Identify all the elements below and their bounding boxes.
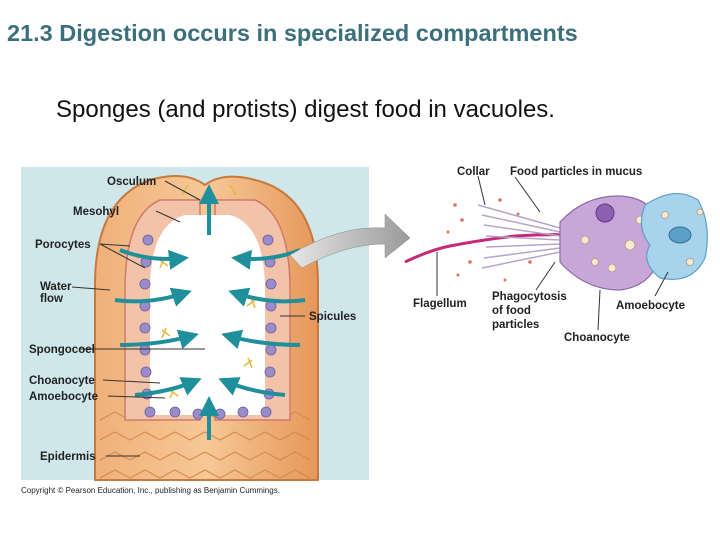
label-phagocytosis: Phagocytosis [492,291,567,303]
copyright-notice: Copyright © Pearson Education, Inc., pub… [21,486,280,495]
label-epidermis: Epidermis [40,451,96,463]
collar-microvilli [477,204,561,269]
sponge-cross-section [21,167,369,481]
choanocyte-lining [139,234,277,420]
label-collar: Collar [457,166,490,178]
label-amoebocyte-right: Amoebocyte [616,300,685,312]
label-choanocyte-left: Choanocyte [29,375,95,387]
label-amoebocyte-left: Amoebocyte [29,391,98,403]
label-porocytes: Porocytes [35,239,91,251]
label-flow: flow [40,293,63,305]
label-choanocyte-right: Choanocyte [564,332,630,344]
label-particles: particles [492,319,539,331]
slide-title: 21.3 Digestion occurs in specialized com… [7,20,578,46]
label-spicules: Spicules [309,311,356,323]
spicules-marks [159,184,256,399]
label-mesohyl: Mesohyl [73,206,119,218]
water-flow-arrows [114,184,306,440]
label-food-particles: Food particles in mucus [510,166,642,178]
label-water: Water [40,281,72,293]
zoom-arrow [289,213,411,269]
label-of-food: of food [492,305,531,317]
label-flagellum: Flagellum [413,298,467,310]
choanocyte-detail [404,175,708,331]
leader-lines-left [71,180,305,457]
amoebocyte-nucleus [668,226,692,244]
leader-lines-right [436,175,669,331]
slide-subtitle: Sponges (and protists) digest food in va… [56,96,555,123]
choanocyte-nucleus [595,203,615,223]
flagellum-strand [404,233,576,264]
label-osculum: Osculum [107,176,156,188]
spongocoel-cavity [150,215,265,415]
label-spongocoel: Spongocoel [29,344,95,356]
food-particles [446,198,532,282]
